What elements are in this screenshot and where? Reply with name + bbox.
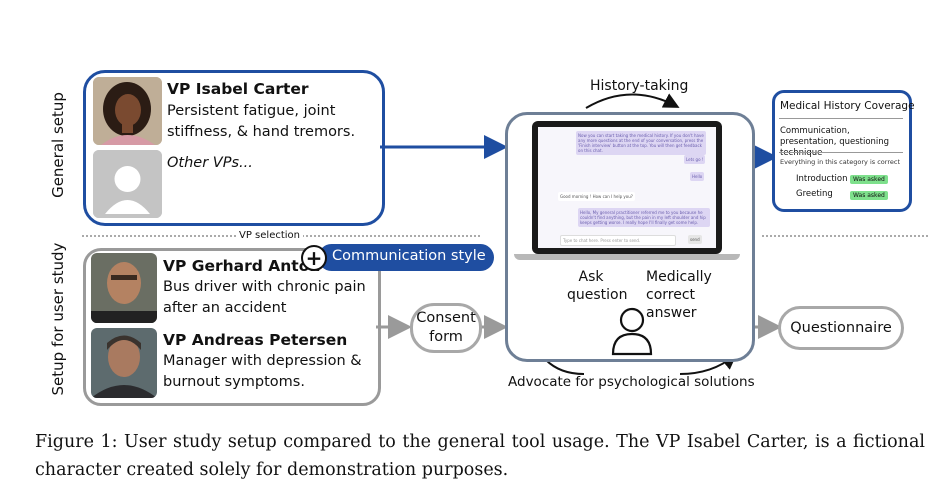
coverage-badge-greeting: Was asked — [850, 191, 888, 200]
gerhard-anton-portrait — [91, 253, 157, 323]
andreas-petersen-name: VP Andreas Petersen — [163, 331, 348, 349]
chat-message-user-2: Hello — [690, 172, 705, 181]
communication-style-pill — [318, 244, 494, 271]
chat-message-system: Now you can start taking the medical his… — [576, 131, 706, 155]
coverage-box — [772, 90, 912, 212]
isabel-carter-name: VP Isabel Carter — [167, 80, 309, 98]
andreas-petersen-portrait — [91, 328, 157, 398]
consent-form-label: Consent form — [416, 310, 476, 345]
other-vps-label: Other VPs... — [167, 155, 253, 171]
laptop-base — [514, 254, 740, 260]
consent-form-pill: Consent form — [410, 303, 482, 353]
questionnaire-label: Questionnaire — [790, 320, 892, 336]
chat-message-user-1: Lets go ! — [684, 155, 706, 164]
history-taking-label: History-taking — [590, 78, 689, 94]
gerhard-anton-name: VP Gerhard Anton — [163, 257, 321, 275]
vp-selection-label: VP selection — [236, 230, 303, 241]
other-vp-avatar — [93, 150, 162, 218]
ask-question-label: Ask question — [567, 269, 628, 303]
coverage-title-underline — [779, 118, 903, 119]
coverage-title: Medical History Coverage — [780, 100, 915, 112]
coverage-badge-introduction: Was asked — [850, 175, 888, 184]
andreas-petersen-description: Manager with depression & burnout sympto… — [163, 353, 362, 390]
coverage-correct-note: Everything in this category is correct — [780, 158, 900, 166]
medically-correct-answer-label: Medically correct answer — [646, 269, 712, 321]
communication-style-label: Communication style — [332, 248, 486, 264]
coverage-category-underline — [779, 152, 903, 153]
user-icon — [611, 307, 653, 356]
isabel-carter-description: Persistent fatigue, joint stiffness, & h… — [167, 103, 356, 140]
plus-icon: + — [301, 245, 327, 271]
chat-send-button[interactable]: send — [688, 235, 702, 244]
isabel-carter-portrait — [93, 77, 162, 145]
coverage-category: Communication, presentation, questioning… — [780, 126, 890, 158]
chat-message-vp-1: Good morning ! How can I help you? — [558, 192, 635, 201]
figure-caption: Figure 1: User study setup compared to t… — [35, 432, 925, 480]
coverage-item-greeting: Greeting — [796, 189, 833, 199]
advocate-label: Advocate for psychological solutions — [508, 374, 755, 390]
coverage-item-introduction: Introduction — [796, 174, 848, 184]
chat-input[interactable]: Type to chat here. Press enter to send. — [560, 235, 676, 246]
chat-message-vp-2: Hello, My general practitioner referred … — [578, 208, 710, 227]
questionnaire-pill: Questionnaire — [778, 306, 904, 350]
gerhard-anton-description: Bus driver with chronic pain after an ac… — [163, 279, 366, 316]
